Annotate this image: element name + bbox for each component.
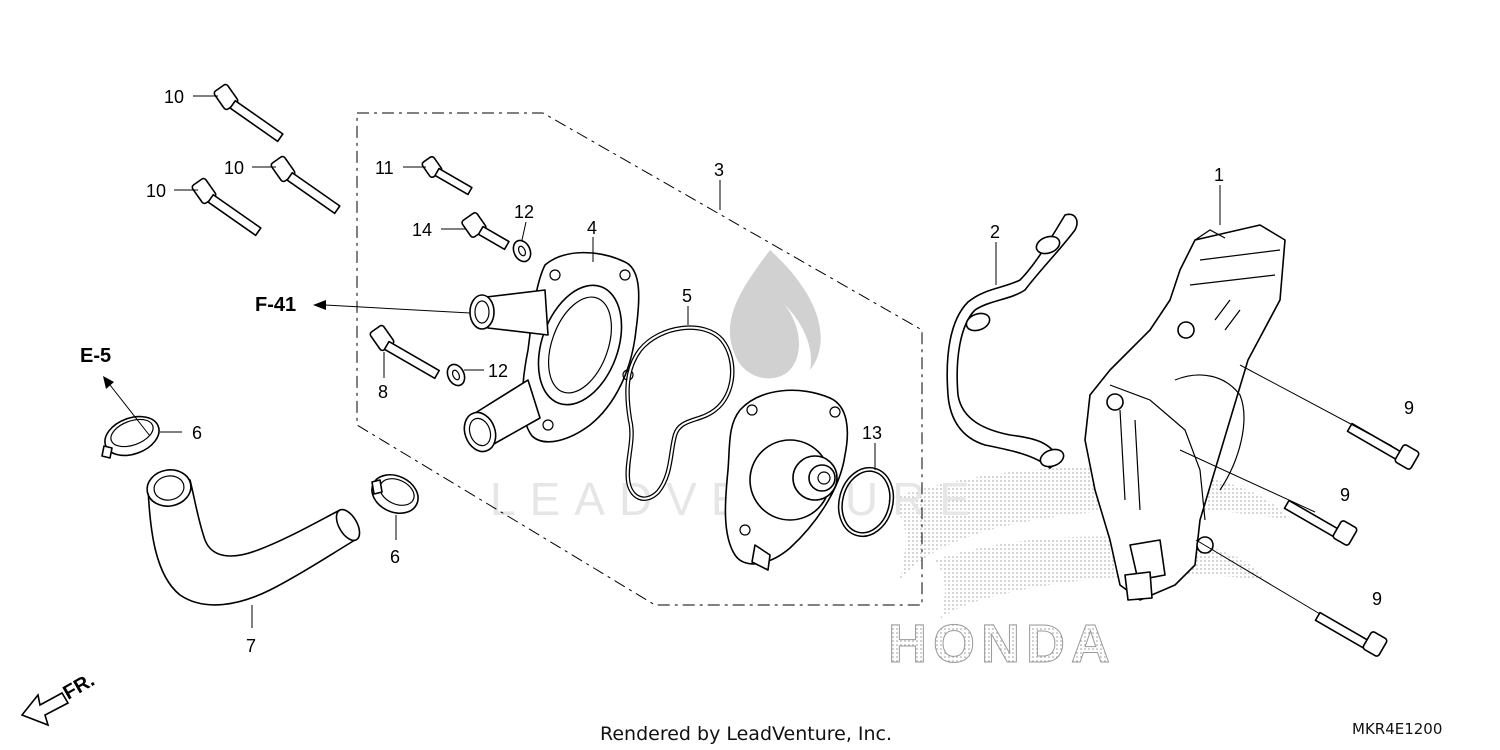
washer-12-b [446, 363, 466, 387]
callout-12b: 12 [488, 361, 508, 381]
reference-e5: E-5 [80, 345, 111, 367]
callout-9a: 9 [1404, 398, 1414, 418]
callout-12a: 12 [514, 202, 534, 222]
callout-11: 11 [375, 158, 394, 178]
washer-12-a [512, 239, 532, 263]
bolt-14 [461, 212, 510, 251]
callout-10a: 10 [164, 87, 184, 107]
bolt-10-b [270, 155, 341, 215]
callout-9b: 9 [1340, 485, 1350, 505]
reference-f41: F-41 [255, 294, 296, 316]
water-hose-7 [146, 469, 361, 606]
washer-12-a-hole [517, 245, 527, 257]
front-direction-arrow: FR. [20, 669, 98, 727]
o-ring-13 [837, 466, 895, 538]
hose-clamp-6-a [101, 415, 160, 459]
callout-13: 13 [862, 423, 882, 443]
bolt-9-a [1346, 422, 1420, 470]
callout-7: 7 [246, 636, 256, 656]
callout-6a: 6 [192, 423, 202, 443]
gasket-2-dowel-low [1039, 448, 1065, 468]
callout-2: 2 [990, 222, 1000, 242]
bolt-9-c [1314, 611, 1388, 657]
watermark-brand-text: HONDA [888, 614, 1116, 674]
rendered-by-credit: Rendered by LeadVenture, Inc. [600, 723, 892, 745]
bolt-10-c [191, 177, 262, 237]
callout-1: 1 [1214, 165, 1224, 185]
watermark-flame-logo [729, 250, 821, 379]
assembly-3-outline [356, 112, 923, 606]
bolt-11 [421, 155, 473, 196]
callout-6b: 6 [390, 547, 400, 567]
washer-12-b-hole [451, 369, 461, 381]
callout-8: 8 [378, 382, 388, 402]
hose-clamp-6-b [371, 473, 419, 515]
diagram-code: MKR4E1200 [1352, 720, 1442, 738]
callout-5: 5 [682, 286, 692, 306]
callout-10b: 10 [224, 158, 244, 178]
bolt-9-b [1283, 499, 1358, 546]
callout-10c: 10 [146, 181, 166, 201]
gasket-2-dowel-top [1035, 235, 1061, 255]
callout-9c: 9 [1372, 589, 1382, 609]
bolt-10-a [213, 83, 284, 143]
bolt-8 [369, 324, 441, 380]
pump-cover-4 [463, 251, 640, 453]
side-cover-1 [1084, 224, 1286, 601]
callout-14: 14 [412, 220, 432, 240]
leader-lines [103, 95, 1393, 628]
callout-4: 4 [587, 218, 597, 238]
gasket-2-dowel-mid [965, 312, 991, 332]
water-pump-3 [724, 389, 849, 571]
callout-3: 3 [714, 160, 724, 180]
cover-gasket-2 [946, 213, 1078, 469]
